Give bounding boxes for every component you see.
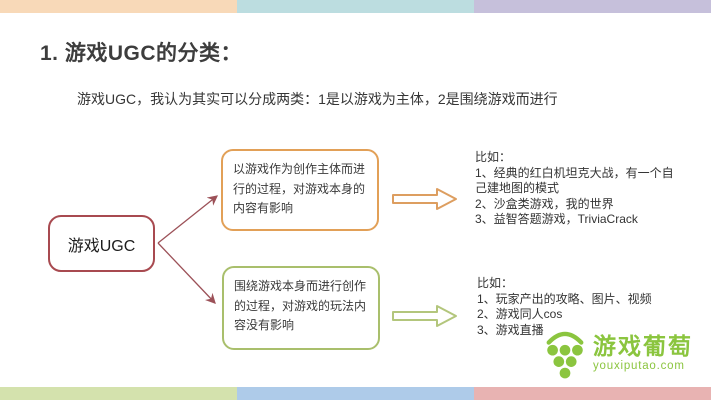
top-color-bar xyxy=(0,0,711,13)
logo-domain: youxiputao.com xyxy=(593,360,685,372)
branch-box-around-game: 围绕游戏本身而进行创作的过程，对游戏的玩法内容没有影响 xyxy=(222,266,380,350)
node-game-ugc: 游戏UGC xyxy=(48,215,155,272)
example-item: 3、游戏直播 xyxy=(477,322,544,337)
examples-heading: 比如： xyxy=(475,150,512,164)
right-block-arrow-icon-green xyxy=(392,305,457,327)
right-block-arrow-icon-orange xyxy=(392,188,457,210)
example-item: 1、玩家产出的攻略、图片、视频 xyxy=(477,291,652,306)
examples-heading: 比如： xyxy=(477,276,514,290)
bottom-color-bar-middle xyxy=(237,387,474,400)
example-item: 2、游戏同人cos xyxy=(477,307,563,321)
top-color-bar-left xyxy=(0,0,237,13)
grape-logo-icon xyxy=(546,331,584,379)
examples-list-around-game: 比如： 1、玩家产出的攻略、图片、视频 2、游戏同人cos 3、游戏直播 xyxy=(477,276,682,338)
example-item: 3、益智答题游戏，TriviaCrack xyxy=(475,212,638,226)
top-color-bar-right xyxy=(474,0,711,13)
examples-list-game-as-subject: 比如： 1、经典的红白机坦克大战，有一个自己建地图的模式 2、沙盒类游戏，我的世… xyxy=(475,150,680,228)
bottom-color-bar-right xyxy=(474,387,711,400)
youxiputao-logo: 游戏葡萄 youxiputao.com xyxy=(544,329,693,379)
bottom-color-bar xyxy=(0,387,711,400)
top-color-bar-middle xyxy=(237,0,474,13)
logo-text: 游戏葡萄 youxiputao.com xyxy=(593,333,693,372)
page-title: 1. 游戏UGC的分类： xyxy=(40,42,243,65)
logo-name: 游戏葡萄 xyxy=(593,333,693,359)
example-item: 1、经典的红白机坦克大战，有一个自己建地图的模式 xyxy=(475,165,674,196)
bottom-color-bar-left xyxy=(0,387,237,400)
slide-subtitle: 游戏UGC，我认为其实可以分成两类：1是以游戏为主体，2是围绕游戏而进行 xyxy=(77,91,558,107)
example-item: 2、沙盒类游戏，我的世界 xyxy=(475,196,614,211)
branch-box-game-as-subject: 以游戏作为创作主体而进行的过程，对游戏本身的内容有影响 xyxy=(221,149,379,231)
